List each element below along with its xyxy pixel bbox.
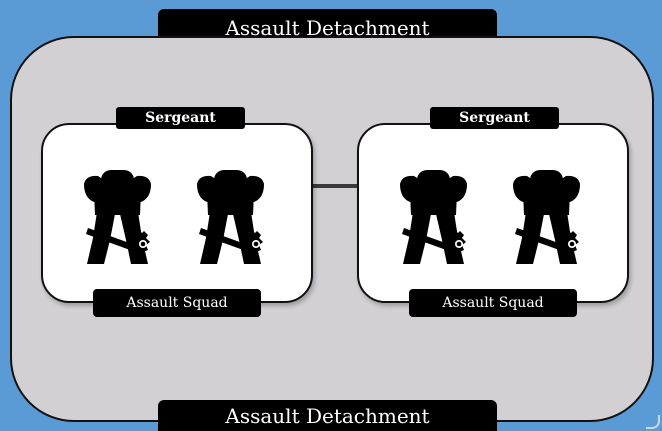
squad-leader-label: Sergeant xyxy=(116,107,245,129)
squad-name-label: Assault Squad xyxy=(93,289,261,317)
detachment-footer-title: Assault Detachment xyxy=(158,400,497,431)
trooper-icon xyxy=(396,168,471,268)
trooper-icon xyxy=(193,168,268,268)
resize-handle-icon[interactable] xyxy=(646,415,660,429)
trooper-icon xyxy=(80,168,155,268)
trooper-icon xyxy=(509,168,584,268)
squad-connector xyxy=(313,184,357,188)
squad-card-2 xyxy=(357,123,629,303)
squad-name-label: Assault Squad xyxy=(409,289,577,317)
squad-leader-label: Sergeant xyxy=(430,107,559,129)
squad-card-1 xyxy=(41,123,313,303)
